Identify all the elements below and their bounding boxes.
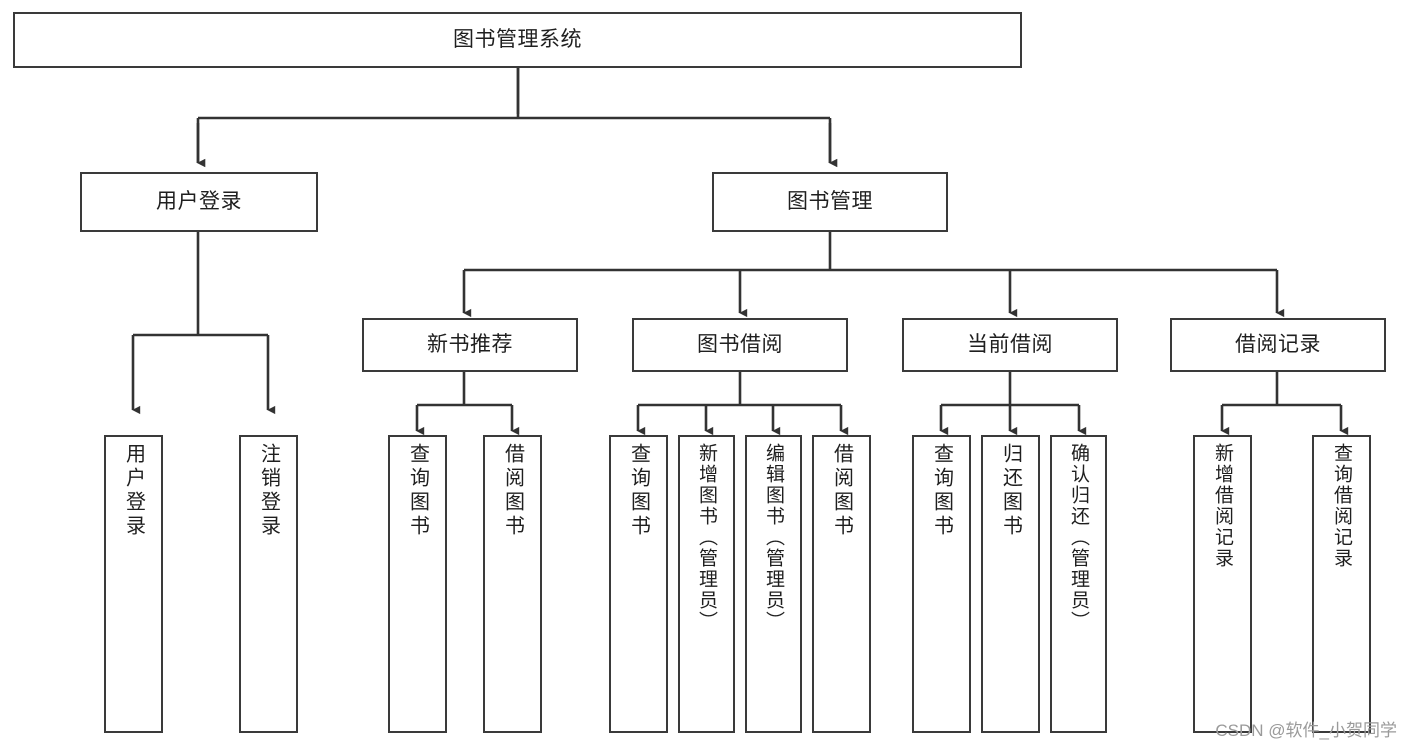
node-book-borrow[interactable]: 图书借阅: [632, 318, 848, 372]
leaf-user-login-label: 用户登录: [122, 443, 145, 539]
node-new-book-recommend-label: 新书推荐: [427, 332, 513, 356]
leaf-recommend-query-book-label: 查询图书: [406, 443, 429, 539]
leaf-current-return-book-label: 归还图书: [999, 443, 1022, 539]
node-user-login-label: 用户登录: [156, 189, 242, 213]
leaf-record-add-label: 新增借阅记录: [1212, 443, 1233, 569]
leaf-recommend-query-book[interactable]: 查询图书: [388, 435, 447, 733]
node-root-label: 图书管理系统: [453, 27, 582, 51]
node-current-borrow[interactable]: 当前借阅: [902, 318, 1118, 372]
leaf-current-return-book[interactable]: 归还图书: [981, 435, 1040, 733]
node-book-manage-label: 图书管理: [787, 189, 873, 213]
leaf-borrow-edit-book-admin[interactable]: 编辑图书（管理员）: [745, 435, 802, 733]
node-user-login[interactable]: 用户登录: [80, 172, 318, 232]
leaf-record-query[interactable]: 查询借阅记录: [1312, 435, 1371, 733]
watermark-text: CSDN @软件_小贺同学: [1215, 721, 1397, 740]
leaf-borrow-query-book-label: 查询图书: [627, 443, 650, 539]
node-book-borrow-label: 图书借阅: [697, 332, 783, 356]
leaf-current-query-book-label: 查询图书: [930, 443, 953, 539]
leaf-recommend-borrow-book-label: 借阅图书: [501, 443, 524, 539]
leaf-current-confirm-return-admin[interactable]: 确认归还（管理员）: [1050, 435, 1107, 733]
leaf-recommend-borrow-book[interactable]: 借阅图书: [483, 435, 542, 733]
leaf-borrow-add-book-admin[interactable]: 新增图书（管理员）: [678, 435, 735, 733]
leaf-borrow-add-book-admin-label: 新增图书（管理员）: [696, 443, 717, 632]
leaf-user-logout[interactable]: 注销登录: [239, 435, 298, 733]
node-current-borrow-label: 当前借阅: [967, 332, 1053, 356]
leaf-borrow-lend-book-label: 借阅图书: [830, 443, 853, 539]
leaf-borrow-edit-book-admin-label: 编辑图书（管理员）: [763, 443, 784, 632]
leaf-borrow-lend-book[interactable]: 借阅图书: [812, 435, 871, 733]
leaf-current-query-book[interactable]: 查询图书: [912, 435, 971, 733]
node-borrow-record-label: 借阅记录: [1235, 332, 1321, 356]
leaf-current-confirm-return-admin-label: 确认归还（管理员）: [1068, 443, 1089, 632]
leaf-borrow-query-book[interactable]: 查询图书: [609, 435, 668, 733]
node-root[interactable]: 图书管理系统: [13, 12, 1022, 68]
node-borrow-record[interactable]: 借阅记录: [1170, 318, 1386, 372]
leaf-user-logout-label: 注销登录: [257, 443, 280, 539]
node-book-manage[interactable]: 图书管理: [712, 172, 948, 232]
leaf-record-query-label: 查询借阅记录: [1331, 443, 1352, 569]
node-new-book-recommend[interactable]: 新书推荐: [362, 318, 578, 372]
leaf-record-add[interactable]: 新增借阅记录: [1193, 435, 1252, 733]
leaf-user-login[interactable]: 用户登录: [104, 435, 163, 733]
